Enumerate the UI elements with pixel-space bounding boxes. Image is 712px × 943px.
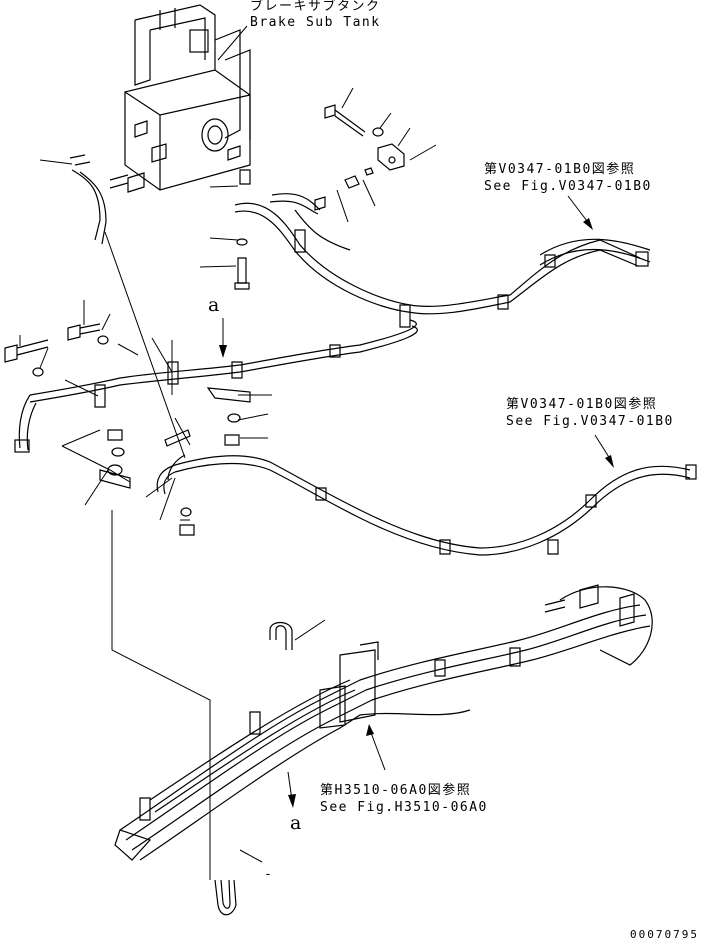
upper-pipe-bundle	[14, 154, 651, 453]
ref1-label-jp: 第V0347-01B0図参照	[484, 162, 636, 177]
ref3-label-en: See Fig.H3510-06A0	[320, 800, 488, 815]
ref3-label-jp: 第H3510-06A0図参照	[320, 783, 472, 798]
ref1-label-en: See Fig.V0347-01B0	[484, 179, 652, 194]
view-mark-a-bottom: a	[290, 812, 302, 834]
brake-sub-tank	[109, 4, 251, 193]
bolt-and-fittings	[234, 104, 405, 290]
brake-sub-tank-label-en: Brake Sub Tank	[250, 15, 381, 30]
reference-arrows	[219, 195, 614, 808]
lower-chassis-assembly	[114, 584, 653, 916]
reference-guide-lines	[104, 231, 211, 880]
view-mark-a-top: a	[208, 294, 220, 316]
drawing-number: 00070795	[630, 928, 699, 941]
ref2-label-jp: 第V0347-01B0図参照	[506, 397, 658, 412]
brake-sub-tank-label-jp: ブレーキサブタンク	[250, 0, 381, 14]
leader-lines	[19, 25, 437, 863]
ref2-label-en: See Fig.V0347-01B0	[506, 414, 674, 429]
bottom-dash: -	[264, 867, 274, 882]
middle-pipe	[4, 323, 697, 556]
